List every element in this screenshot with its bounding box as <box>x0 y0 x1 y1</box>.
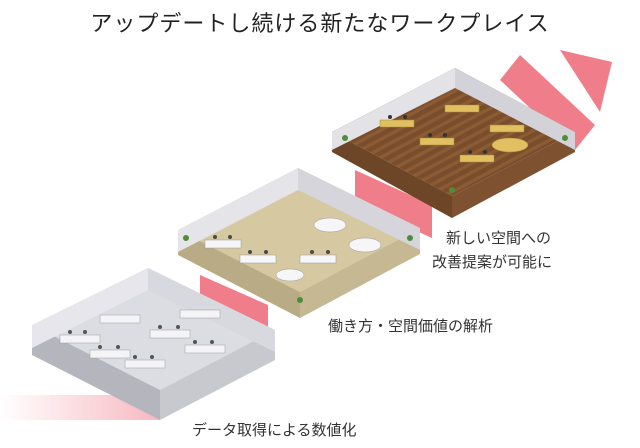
step-3-label-line1: 新しい空間への <box>446 229 552 247</box>
floor-level-3 <box>332 68 575 218</box>
step-1-label: データ取得による数値化 <box>192 421 357 439</box>
step-2-label: 働き方・空間価値の解析 <box>328 317 494 335</box>
floor-level-1 <box>32 268 275 420</box>
step-3-label-line2: 改善提案が可能に <box>432 253 553 271</box>
floor-level-2 <box>178 168 420 318</box>
page-title: アップデートし続ける新たなワークプレイス <box>90 12 550 37</box>
